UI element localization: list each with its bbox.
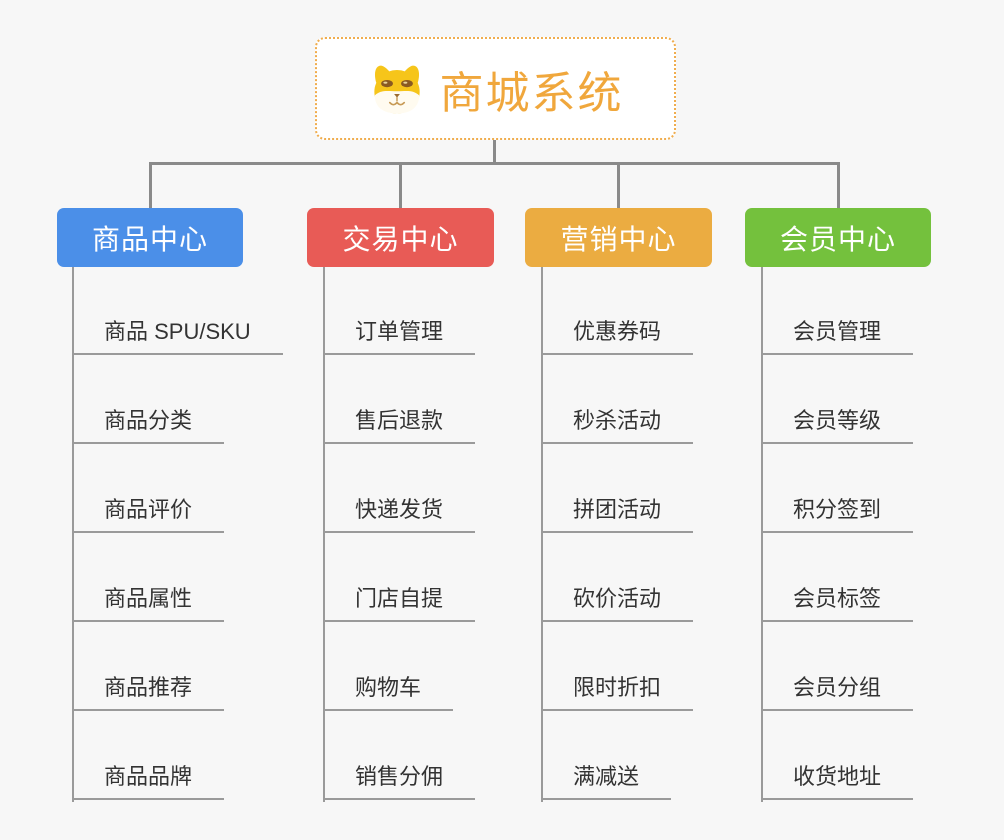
child-node[interactable]: 限时折扣 (541, 673, 694, 711)
branch-drop-line (617, 162, 620, 210)
branch-label: 交易中心 (342, 223, 459, 255)
root-stub-line (492, 140, 496, 165)
child-node[interactable]: 优惠券码 (541, 317, 694, 355)
child-node[interactable]: 订单管理 (323, 317, 476, 355)
branch-label: 商品中心 (91, 223, 208, 255)
child-node[interactable]: 销售分佣 (323, 762, 476, 800)
branch-drop-line (148, 162, 152, 210)
column-trunk-line (323, 266, 325, 802)
child-node[interactable]: 商品推荐 (72, 673, 225, 711)
branch-node-product-center[interactable]: 商品中心 (57, 208, 243, 267)
branch-node-trade-center[interactable]: 交易中心 (307, 208, 494, 267)
child-node[interactable]: 会员管理 (761, 317, 914, 355)
child-node[interactable]: 商品 SPU/SKU (72, 317, 283, 355)
branch-bus-line (148, 162, 840, 165)
child-node[interactable]: 商品评价 (72, 495, 225, 533)
branch-label: 会员中心 (779, 223, 896, 255)
child-node[interactable]: 拼团活动 (541, 495, 694, 533)
child-node[interactable]: 秒杀活动 (541, 406, 694, 444)
child-node[interactable]: 门店自提 (323, 584, 476, 622)
child-node[interactable]: 售后退款 (323, 406, 476, 444)
column-trunk-line (72, 266, 74, 802)
child-node[interactable]: 会员分组 (761, 673, 914, 711)
child-node[interactable]: 商品分类 (72, 406, 225, 444)
branch-label: 营销中心 (560, 223, 677, 255)
child-node[interactable]: 会员标签 (761, 584, 914, 622)
root-node-title: 商城系统 (439, 68, 624, 118)
child-node[interactable]: 会员等级 (761, 406, 914, 444)
child-node[interactable]: 快递发货 (323, 495, 476, 533)
child-node[interactable]: 购物车 (323, 673, 454, 711)
branch-drop-line (836, 162, 840, 210)
child-node[interactable]: 积分签到 (761, 495, 914, 533)
child-node[interactable]: 砍价活动 (541, 584, 694, 622)
child-node[interactable]: 收货地址 (761, 762, 914, 800)
child-node[interactable]: 商品品牌 (72, 762, 225, 800)
branch-drop-line (399, 162, 402, 210)
child-node[interactable]: 商品属性 (72, 584, 225, 622)
shiba-dog-icon (373, 65, 420, 113)
column-trunk-line (541, 266, 543, 802)
root-node[interactable]: 商城系统 (315, 37, 676, 140)
branch-node-member-center[interactable]: 会员中心 (745, 208, 931, 267)
child-node[interactable]: 满减送 (541, 762, 672, 800)
branch-node-marketing-center[interactable]: 营销中心 (525, 208, 712, 267)
column-trunk-line (761, 266, 763, 802)
